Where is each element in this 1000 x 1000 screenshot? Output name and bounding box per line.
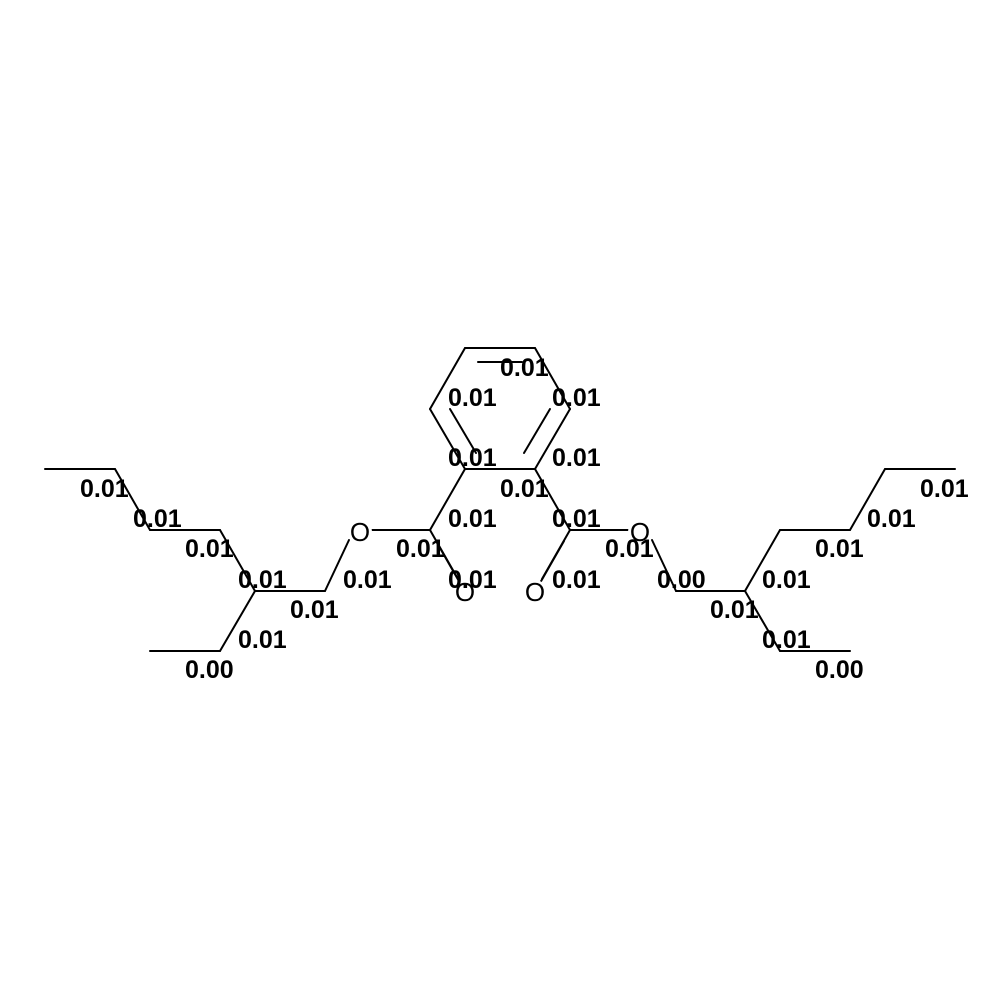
bond-line: [114, 468, 151, 531]
atom-weight-label: 0.01: [762, 566, 811, 594]
atom-background: [453, 580, 477, 604]
atom-weight-label: 0.01: [500, 475, 549, 503]
atom-weight-label: 0.01: [80, 475, 129, 503]
atom-weight-label: 0.01: [815, 535, 864, 563]
atom-weight-label: 0.01: [920, 475, 969, 503]
bond-line: [534, 468, 571, 531]
atom-label-oxygen: O: [350, 517, 370, 547]
bond-line: [219, 590, 256, 652]
bond-line: [534, 408, 571, 470]
atoms-layer: O O O O: [348, 517, 652, 607]
atom-weight-label: 0.01: [238, 626, 287, 654]
atom-weight-label: 0.01: [396, 535, 445, 563]
atom-weight-label: 0.01: [448, 505, 497, 533]
atom-weight-label: 0.01: [552, 505, 601, 533]
bond-line: [523, 408, 551, 454]
atom-weight-label: 0.01: [552, 444, 601, 472]
atom-weight-label: 0.00: [815, 656, 864, 684]
atom-weight-label: 0.01: [867, 505, 916, 533]
bond-line: [744, 590, 781, 652]
atom-weight-label: 0.01: [238, 566, 287, 594]
atom-weight-label: 0.00: [185, 656, 234, 684]
atom-weight-label: 0.01: [710, 596, 759, 624]
bond-line: [534, 347, 571, 410]
atom-background: [523, 580, 547, 604]
atom-weight-label: 0.01: [133, 505, 182, 533]
atom-weight-label: 0.01: [448, 566, 497, 594]
bond-line: [324, 539, 350, 592]
atom-weight-label: 0.01: [185, 535, 234, 563]
atom-weight-label: 0.01: [605, 535, 654, 563]
atom-weight-label: 0.00: [657, 566, 706, 594]
atom-weight-label: 0.01: [762, 626, 811, 654]
atom-weight-label: 0.01: [448, 384, 497, 412]
atom-weight-label: 0.01: [343, 566, 392, 594]
atom-label-oxygen: O: [455, 577, 475, 607]
bonds-layer: [44, 347, 956, 652]
bond-line: [429, 347, 466, 410]
bond-line: [849, 468, 886, 531]
atom-background: [348, 520, 372, 544]
atom-weight-label: 0.01: [500, 354, 549, 382]
atom-weight-label: 0.01: [552, 566, 601, 594]
atom-background: [628, 520, 652, 544]
atom-label-oxygen: O: [525, 577, 545, 607]
atom-weight-label: 0.01: [448, 444, 497, 472]
bond-line: [429, 468, 466, 531]
atom-weight-label: 0.01: [552, 384, 601, 412]
atom-weight-label: 0.01: [290, 596, 339, 624]
bond-line: [219, 529, 256, 592]
atom-label-oxygen: O: [630, 517, 650, 547]
bond-line: [744, 529, 781, 592]
bond-line: [429, 408, 466, 470]
bond-line: [449, 408, 477, 454]
bond-line: [651, 539, 677, 592]
